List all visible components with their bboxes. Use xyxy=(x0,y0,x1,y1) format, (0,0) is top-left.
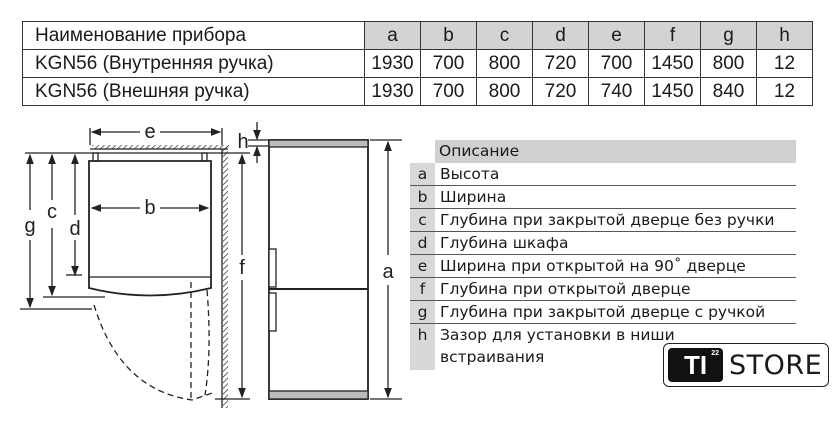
row-text: Глубина при закрытой дверце с ручкой xyxy=(440,303,766,321)
label-c: c xyxy=(47,201,57,223)
cell: 1930 xyxy=(364,77,421,106)
row-key: a xyxy=(410,163,435,185)
table-row: KGN56 (Внешняя ручка) 1930 700 800 720 7… xyxy=(22,77,813,106)
cell: 1930 xyxy=(364,49,421,78)
description-row: b Ширина xyxy=(410,186,796,209)
row-name: KGN56 (Внешняя ручка) xyxy=(22,77,365,106)
label-a: a xyxy=(382,261,394,283)
description-row: a Высота xyxy=(410,163,796,186)
label-g: g xyxy=(24,215,35,237)
row-key: b xyxy=(410,186,435,208)
header-col: c xyxy=(476,21,533,50)
row-key: d xyxy=(410,232,435,254)
row-text: Глубина при открытой дверце xyxy=(440,280,691,298)
description-row: g Глубина при закрытой дверце с ручкой xyxy=(410,301,796,324)
header-col: a xyxy=(364,21,421,50)
row-text: Высота xyxy=(440,165,500,183)
cell: 1450 xyxy=(644,77,701,106)
row-key: g xyxy=(410,301,435,323)
logo-sup: 22 xyxy=(711,350,719,357)
row-key: e xyxy=(410,255,435,277)
label-h: h xyxy=(237,131,248,153)
row-key: f xyxy=(410,278,435,300)
description-header: Описание xyxy=(435,140,796,163)
description-row: d Глубина шкафа xyxy=(410,232,796,255)
header-col: d xyxy=(532,21,589,50)
logo-text: STORE xyxy=(729,349,823,381)
cell: 740 xyxy=(588,77,645,106)
row-text: Ширина при открытой на 90˚ дверце xyxy=(440,257,746,275)
cell: 12 xyxy=(756,49,813,78)
description-row: e Ширина при открытой на 90˚ дверце xyxy=(410,255,796,278)
header-col: h xyxy=(756,21,813,50)
spec-table: Наименование прибора a b c d e f g h KGN… xyxy=(22,21,813,106)
header-name: Наименование прибора xyxy=(22,21,365,50)
description-row: c Глубина при закрытой дверце без ручки xyxy=(410,209,796,232)
wall-side xyxy=(223,145,228,408)
cell: 700 xyxy=(420,49,477,78)
logo-mark-text: TI xyxy=(683,349,708,380)
table-row: KGN56 (Внутренняя ручка) 1930 700 800 72… xyxy=(22,49,813,78)
handle-upper xyxy=(268,248,277,288)
table-header-row: Наименование прибора a b c d e f g h xyxy=(22,21,813,50)
cell: 12 xyxy=(756,77,813,106)
cell: 1450 xyxy=(644,49,701,78)
header-col: g xyxy=(700,21,757,50)
label-d: d xyxy=(69,218,80,240)
cell: 800 xyxy=(700,49,757,78)
cell: 720 xyxy=(532,77,589,106)
row-text: Глубина шкафа xyxy=(440,234,569,252)
header-col: f xyxy=(644,21,701,50)
row-text: Ширина xyxy=(440,188,507,206)
cell: 800 xyxy=(476,49,533,78)
side-view xyxy=(248,122,402,400)
handle-lower xyxy=(268,292,277,332)
label-f: f xyxy=(239,257,245,279)
wall-back xyxy=(92,145,229,149)
row-text: Зазор для установки в ниши встраивания xyxy=(440,326,675,366)
cell: 840 xyxy=(700,77,757,106)
description-row: f Глубина при открытой дверце xyxy=(410,278,796,301)
row-key: c xyxy=(410,209,435,231)
label-b: b xyxy=(144,197,155,219)
header-col: e xyxy=(588,21,645,50)
row-text: Глубина при закрытой дверце без ручки xyxy=(440,211,775,229)
label-e: e xyxy=(144,121,155,143)
row-key: h xyxy=(410,324,435,370)
top-view xyxy=(20,128,250,408)
cell: 800 xyxy=(476,77,533,106)
